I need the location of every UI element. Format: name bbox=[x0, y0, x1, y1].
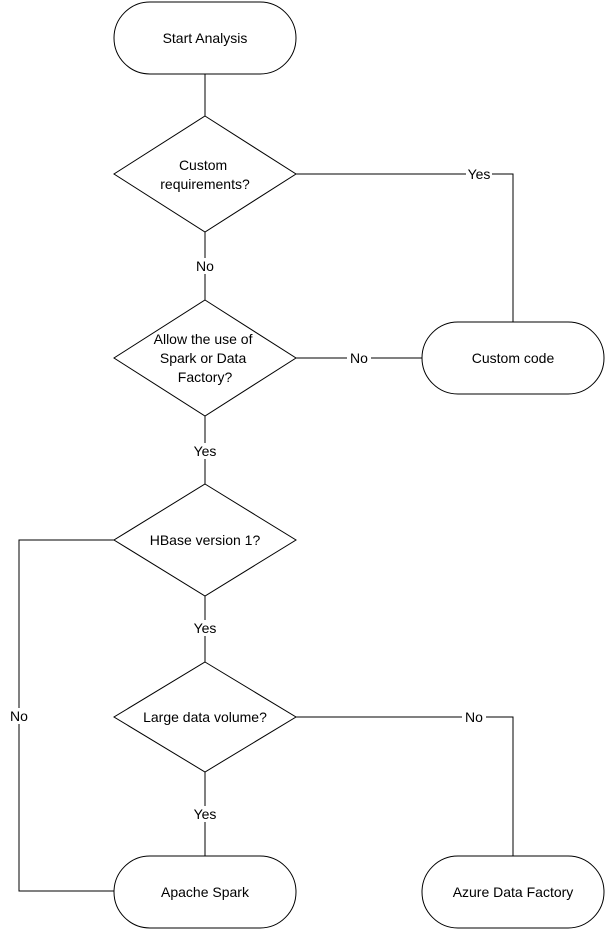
node-azure-data-factory-line: Azure Data Factory bbox=[453, 884, 574, 900]
node-allow-spark-line: Spark or Data bbox=[160, 350, 247, 366]
node-hbase-version: HBase version 1? bbox=[113, 483, 297, 597]
edge-label-large-data-no-text: No bbox=[465, 709, 483, 725]
node-custom-requirements-shape bbox=[113, 115, 297, 233]
edge-label-allow-spark-yes: Yes bbox=[191, 443, 219, 459]
node-apache-spark-shape bbox=[113, 855, 297, 929]
node-apache-spark: Apache Spark bbox=[113, 855, 297, 929]
edge-label-hbase-no: No bbox=[7, 708, 31, 724]
node-hbase-version-label: HBase version 1? bbox=[150, 532, 261, 548]
node-custom-code: Custom code bbox=[421, 321, 605, 395]
edge-label-custom-req-yes-text: Yes bbox=[468, 166, 491, 182]
edge-label-large-data-yes: Yes bbox=[191, 806, 219, 822]
edge-label-allow-spark-yes-text: Yes bbox=[194, 443, 217, 459]
edge-label-hbase-no-text: No bbox=[10, 708, 28, 724]
node-apache-spark-line: Apache Spark bbox=[161, 884, 250, 900]
node-apache-spark-label: Apache Spark bbox=[161, 884, 250, 900]
edges bbox=[18, 74, 514, 892]
node-custom-requirements: Custom requirements? bbox=[113, 115, 297, 233]
node-start-analysis-shape bbox=[113, 1, 297, 75]
node-azure-data-factory-label: Azure Data Factory bbox=[453, 884, 574, 900]
edge-label-large-data-no: No bbox=[462, 709, 486, 725]
edge-hbase-no-to-apache-spark bbox=[18, 539, 114, 892]
edge-label-custom-req-no: No bbox=[193, 258, 217, 274]
edge-large-data-no-to-azure-df bbox=[296, 716, 514, 856]
edge-label-hbase-yes-text: Yes bbox=[194, 620, 217, 636]
node-large-data-volume: Large data volume? bbox=[113, 661, 297, 773]
node-allow-spark-line: Allow the use of bbox=[154, 331, 253, 347]
node-custom-code-shape bbox=[421, 321, 605, 395]
edge-label-custom-req-no-text: No bbox=[196, 258, 214, 274]
node-custom-requirements-label: Custom requirements? bbox=[160, 157, 250, 192]
node-custom-requirements-line: requirements? bbox=[160, 176, 250, 192]
edge-label-hbase-yes: Yes bbox=[191, 620, 219, 636]
node-large-data-volume-line: Large data volume? bbox=[143, 709, 267, 725]
node-start-analysis: Start Analysis bbox=[113, 1, 297, 75]
node-start-analysis-label: Start Analysis bbox=[163, 30, 248, 46]
node-hbase-version-shape bbox=[113, 483, 297, 597]
edge-label-custom-req-yes: Yes bbox=[466, 166, 492, 182]
node-allow-spark-shape bbox=[113, 299, 297, 417]
node-hbase-version-line: HBase version 1? bbox=[150, 532, 261, 548]
node-large-data-volume-label: Large data volume? bbox=[143, 709, 267, 725]
edge-label-allow-spark-no: No bbox=[347, 350, 371, 366]
node-custom-code-label: Custom code bbox=[472, 350, 555, 366]
edge-custom-req-yes-to-custom-code bbox=[296, 173, 514, 322]
node-allow-spark: Allow the use of Spark or Data Factory? bbox=[113, 299, 297, 417]
node-large-data-volume-shape bbox=[113, 661, 297, 773]
node-azure-data-factory: Azure Data Factory bbox=[421, 855, 605, 929]
node-allow-spark-label: Allow the use of Spark or Data Factory? bbox=[154, 331, 257, 385]
node-allow-spark-line: Factory? bbox=[178, 369, 233, 385]
edge-labels: Yes No No Yes Yes No No Yes bbox=[7, 166, 492, 822]
edge-label-allow-spark-no-text: No bbox=[350, 350, 368, 366]
edge-label-large-data-yes-text: Yes bbox=[194, 806, 217, 822]
node-custom-requirements-line: Custom bbox=[179, 157, 227, 173]
nodes: Start Analysis Custom requirements? Allo… bbox=[113, 1, 605, 929]
node-custom-code-line: Custom code bbox=[472, 350, 555, 366]
node-start-analysis-line: Start Analysis bbox=[163, 30, 248, 46]
node-azure-data-factory-shape bbox=[421, 855, 605, 929]
